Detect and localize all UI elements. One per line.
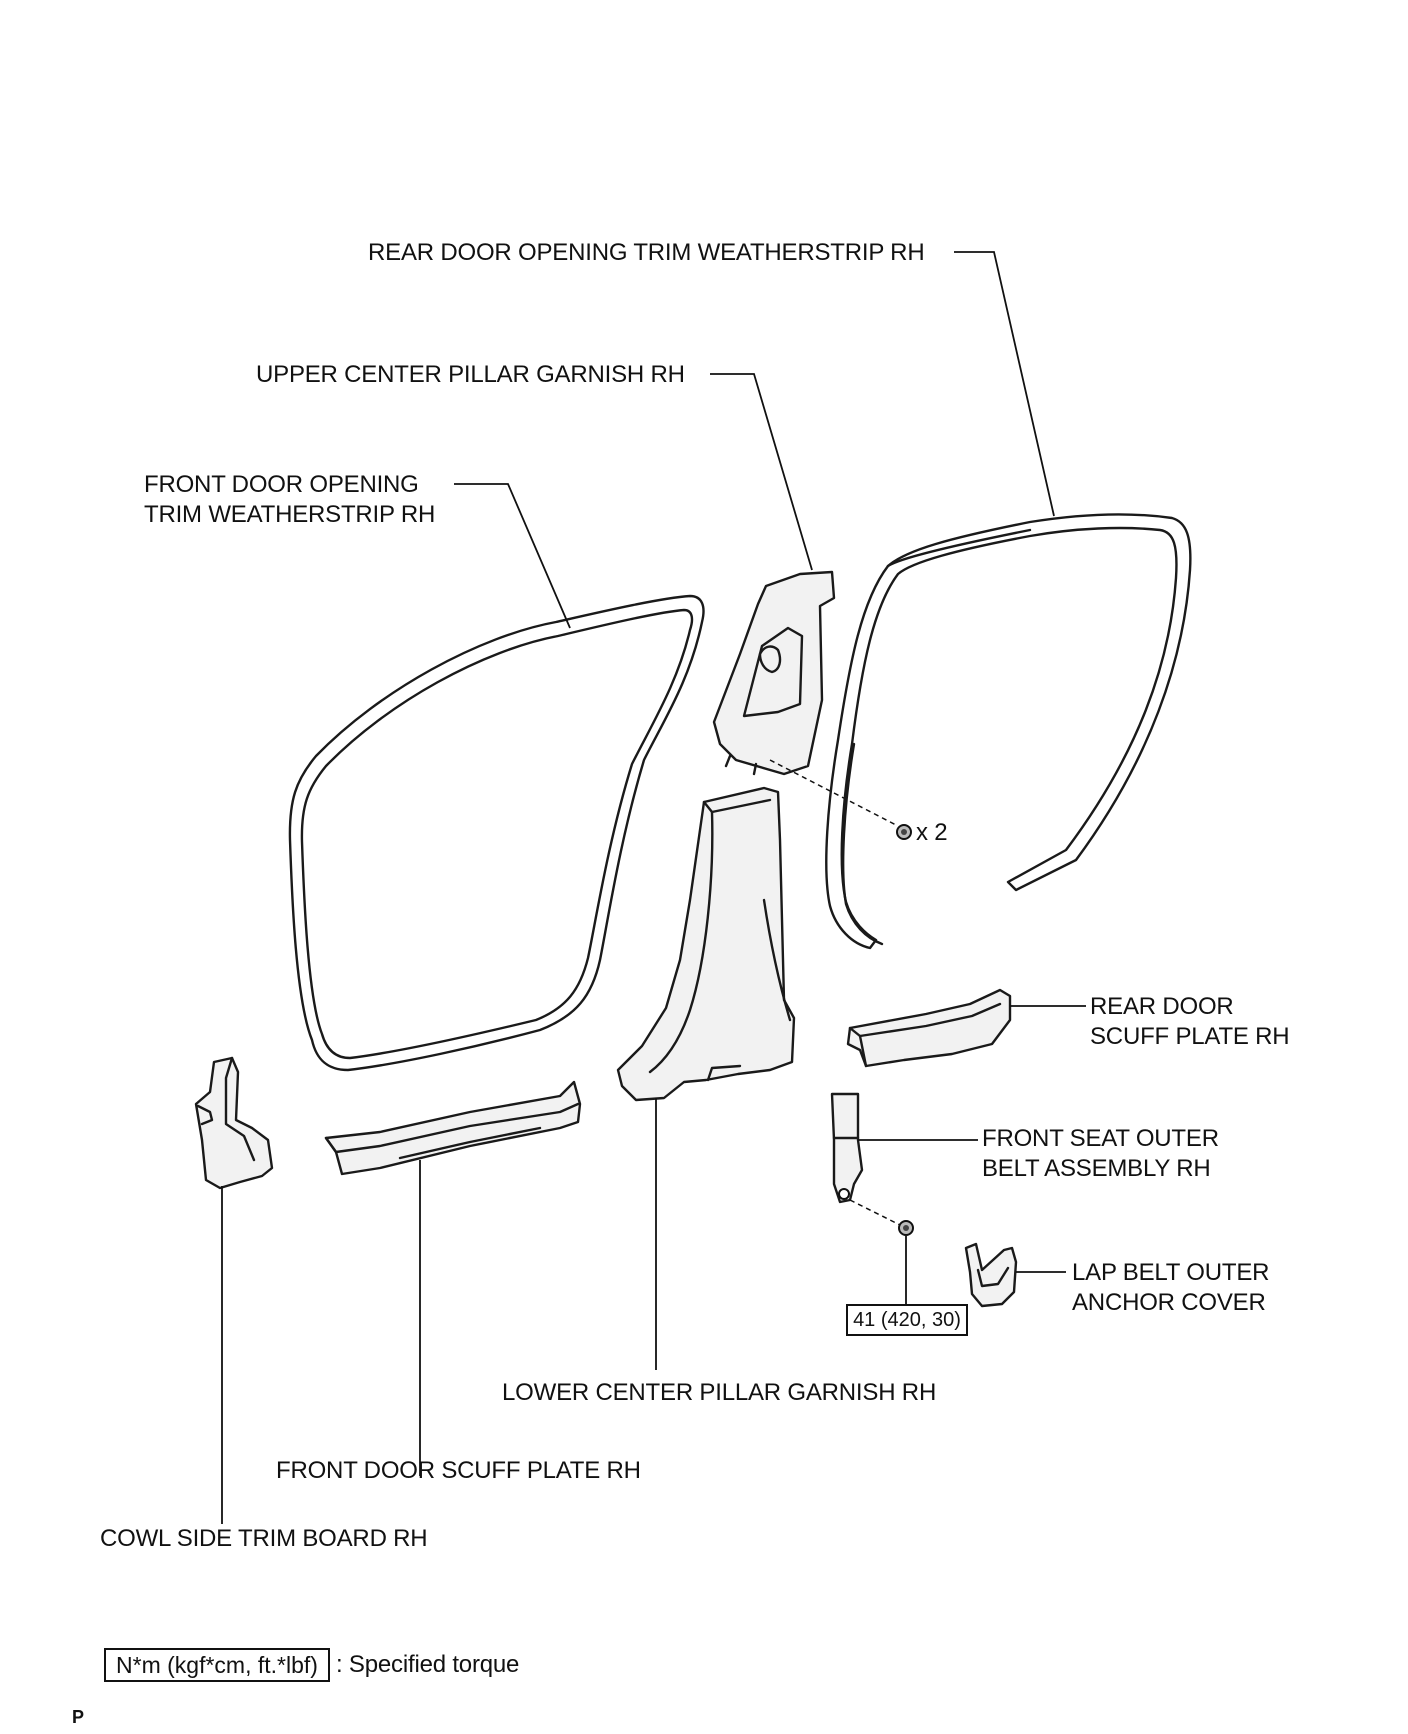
label-front-seat-belt-line2: BELT ASSEMBLY RH — [982, 1155, 1211, 1182]
cowl-side-trim-board — [194, 1056, 274, 1190]
corner-mark: P — [72, 1707, 84, 1727]
legend-torque-description: : Specified torque — [336, 1651, 520, 1678]
label-rear-door-opening-trim-weatherstrip: REAR DOOR OPENING TRIM WEATHERSTRIP RH — [368, 239, 925, 266]
label-rear-door-scuff-line2: SCUFF PLATE RH — [1090, 1023, 1290, 1050]
label-upper-center-pillar-garnish: UPPER CENTER PILLAR GARNISH RH — [256, 361, 685, 388]
front-seat-outer-belt — [830, 1092, 864, 1204]
lower-center-pillar-garnish — [616, 786, 796, 1102]
leader-lines — [221, 251, 1086, 1524]
label-lower-center-pillar-garnish: LOWER CENTER PILLAR GARNISH RH — [502, 1379, 937, 1406]
label-clip-quantity: x 2 — [916, 819, 948, 846]
rear-door-scuff-plate — [846, 988, 1012, 1068]
label-front-door-scuff-plate: FRONT DOOR SCUFF PLATE RH — [276, 1457, 641, 1484]
legend-torque-unit-box: N*m (kgf*cm, ft.*lbf) — [104, 1648, 330, 1682]
upper-center-pillar-garnish — [712, 570, 836, 776]
belt-bolt-dash-line — [849, 1199, 903, 1227]
clip-fastener — [896, 824, 912, 840]
label-lap-belt-cover-line1: LAP BELT OUTER — [1072, 1259, 1270, 1286]
rear-door-opening-trim-weatherstrip — [825, 513, 1192, 950]
label-front-seat-belt-line1: FRONT SEAT OUTER — [982, 1125, 1219, 1152]
lap-belt-outer-anchor-cover — [964, 1242, 1018, 1308]
clip-dash-line — [769, 759, 899, 827]
label-front-door-opening-trim-line2: TRIM WEATHERSTRIP RH — [144, 501, 436, 528]
label-front-door-opening-trim-line1: FRONT DOOR OPENING — [144, 471, 419, 498]
torque-value-box: 41 (420, 30) — [846, 1304, 968, 1336]
label-rear-door-scuff-line1: REAR DOOR — [1090, 993, 1234, 1020]
front-door-opening-trim-weatherstrip — [288, 594, 705, 1072]
front-door-scuff-plate — [324, 1080, 582, 1176]
label-cowl-side-trim-board: COWL SIDE TRIM BOARD RH — [100, 1525, 428, 1552]
label-lap-belt-cover-line2: ANCHOR COVER — [1072, 1289, 1266, 1316]
belt-anchor-bolt — [898, 1220, 914, 1236]
